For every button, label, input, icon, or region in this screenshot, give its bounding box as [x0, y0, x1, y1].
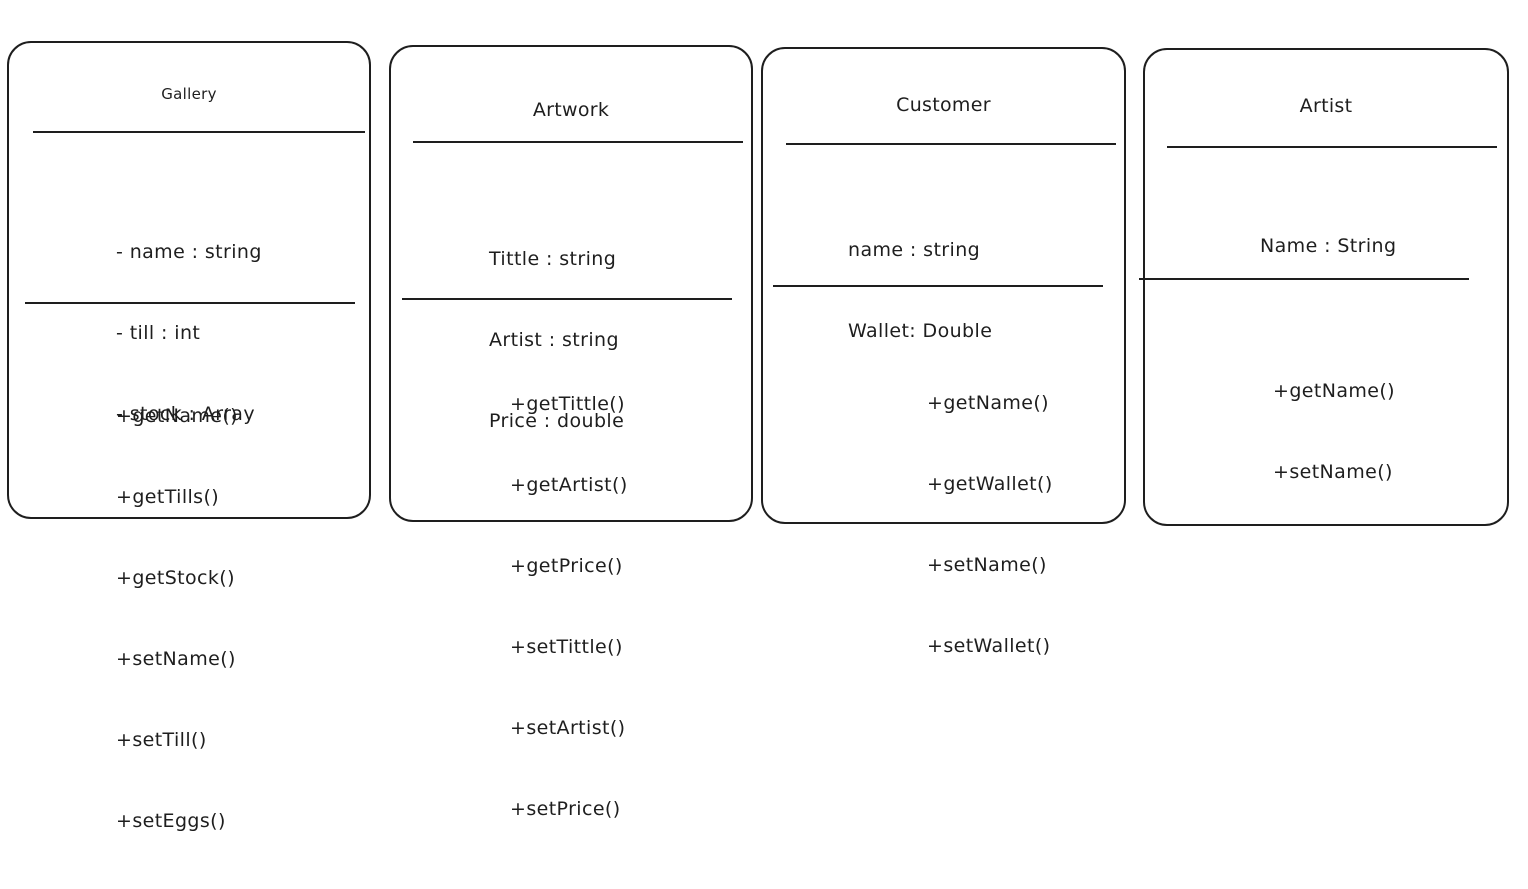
attribute-list: Tittle : string Artist : string Price : … — [489, 192, 624, 489]
class-box-customer[interactable]: Customer name : string Wallet: Double +g… — [761, 47, 1126, 657]
attribute: Name : String — [1260, 235, 1397, 257]
class-name-artwork: Artwork — [532, 99, 610, 121]
method: +getName() — [927, 392, 1049, 414]
name-divider — [1167, 146, 1497, 148]
method: +setName() — [927, 554, 1047, 576]
attribute: Price : double — [489, 410, 625, 432]
method-list: +getTittle() +getArtist() +getPrice() +s… — [510, 337, 628, 877]
attribute: - till : int — [116, 322, 201, 344]
attribute: Tittle : string — [489, 248, 617, 270]
method: +getPrice() — [510, 555, 623, 577]
attribute-list: name : string Wallet: Double — [848, 183, 992, 399]
method: +setTittle() — [510, 636, 623, 658]
class-box-gallery[interactable]: Gallery - name : string - till : int - s… — [7, 41, 371, 832]
attribute-divider — [25, 302, 355, 304]
attribute: Artist : string — [489, 329, 619, 351]
method: +setEggs() — [116, 810, 226, 832]
method: +getArtist() — [510, 474, 628, 496]
method: +getStock() — [116, 567, 235, 589]
method: +setPrice() — [510, 798, 621, 820]
attribute-divider — [1139, 278, 1469, 280]
attribute: - stock : Array — [116, 403, 255, 425]
attribute-divider — [773, 285, 1103, 287]
method: +getWallet() — [927, 473, 1053, 495]
name-divider — [33, 131, 365, 133]
method: +setWallet() — [927, 635, 1051, 657]
method: +getTills() — [116, 486, 220, 508]
method: +setName() — [1273, 461, 1393, 483]
attribute: name : string — [848, 239, 981, 261]
method: +getName() — [116, 405, 238, 427]
attribute: - name : string — [116, 241, 262, 263]
attribute-list: - name : string - till : int - stock : A… — [116, 185, 262, 482]
class-box-artwork[interactable]: Artwork Tittle : string Artist : string … — [389, 45, 753, 820]
attribute-list: Name : String — [1260, 179, 1396, 314]
diagram-canvas: Gallery - name : string - till : int - s… — [7, 41, 1509, 832]
method: +getName() — [1273, 380, 1395, 402]
attribute-divider — [402, 298, 732, 300]
method-list: +getName() +setName() — [1273, 324, 1395, 540]
method: +setTill() — [116, 729, 207, 751]
name-divider — [786, 143, 1116, 145]
method-list: +getName() +getTills() +getStock() +setN… — [116, 349, 238, 889]
class-name-gallery: Gallery — [161, 85, 217, 103]
class-name-customer: Customer — [896, 94, 991, 116]
attribute: Wallet: Double — [848, 320, 993, 342]
class-box-artist[interactable]: Artist Name : String +getName() +setName… — [1139, 48, 1509, 526]
method: +setName() — [116, 648, 236, 670]
method: +setArtist() — [510, 717, 626, 739]
class-name-artist: Artist — [1299, 95, 1353, 117]
method: +getTittle() — [510, 393, 625, 415]
method-list: +getName() +getWallet() +setName() +setW… — [927, 336, 1053, 714]
name-divider — [413, 141, 743, 143]
